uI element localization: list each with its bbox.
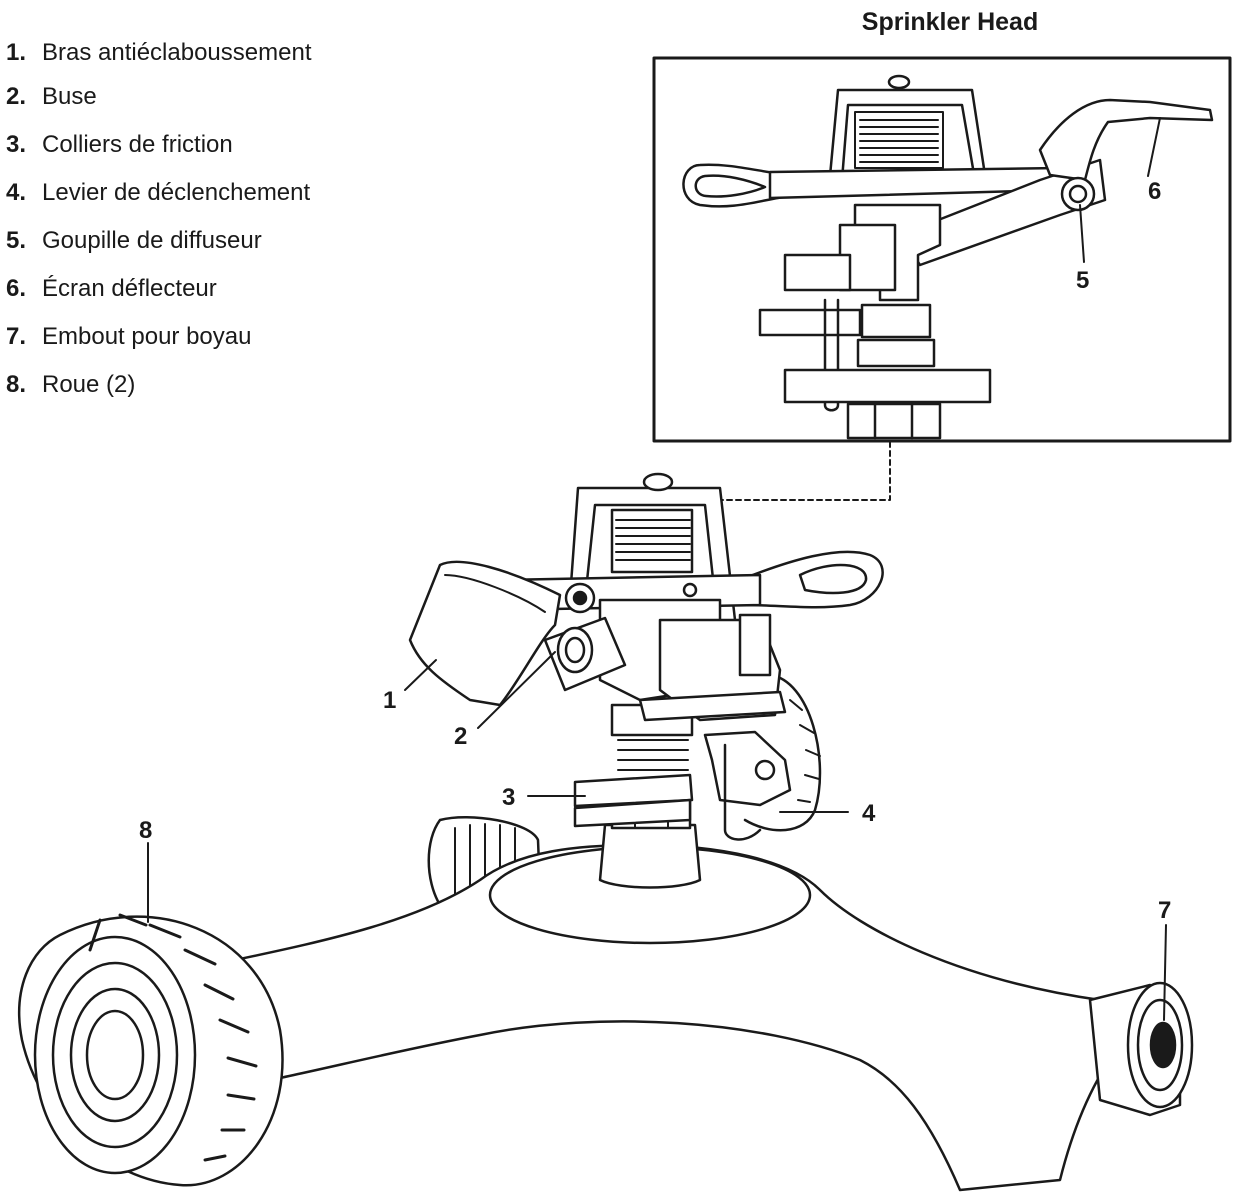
legend-label: Goupille de diffuseur [42, 227, 262, 254]
legend-label: Bras antiéclaboussement [42, 39, 312, 66]
parts-legend: 1. Bras antiéclaboussement 2. Buse 3. Colli… [6, 38, 406, 418]
leader-line-2 [477, 651, 556, 729]
legend-number: 2. [6, 83, 27, 110]
legend-item-8: 8. Roue (2) [6, 370, 406, 400]
inset-spring [854, 111, 944, 169]
nozzle [543, 616, 627, 692]
splash-arm [408, 560, 562, 707]
callout-7: 7 [1158, 897, 1171, 924]
legend-label: Écran déflecteur [42, 275, 217, 302]
inset-stem-upper [860, 303, 932, 339]
legend-item-5: 5. Goupille de diffuseur [6, 226, 406, 256]
legend-number: 6. [6, 275, 27, 302]
legend-number: 3. [6, 131, 27, 158]
inset-stem-lower [856, 338, 936, 368]
legend-number: 1. [6, 39, 27, 66]
inset-trip-lever [823, 298, 840, 412]
leader-line-7 [1163, 924, 1167, 1021]
inset-base-plate [783, 368, 992, 404]
legend-item-2: 2. Buse [6, 82, 406, 112]
inset-deflector-screen [1038, 98, 1214, 182]
inset-nut-faces [873, 402, 914, 440]
legend-number: 8. [6, 371, 27, 398]
leader-line-5 [1079, 204, 1085, 263]
trip-lever [703, 730, 792, 841]
callout-6: 6 [1148, 178, 1161, 205]
inset-pin-core [1068, 184, 1088, 204]
inset-detail [652, 56, 1232, 443]
callout-5: 5 [1076, 267, 1089, 294]
inset-frame [652, 56, 1232, 443]
hose-fitting [1088, 981, 1194, 1117]
inset-top-cap [887, 74, 911, 90]
leader-line-1 [404, 659, 437, 691]
leader-line-6 [1147, 117, 1161, 177]
inset-collar [758, 308, 862, 337]
callout-1: 1 [383, 687, 396, 714]
inset-title: Sprinkler Head [861, 8, 1039, 36]
leader-lines [147, 117, 1167, 1021]
callout-4: 4 [862, 800, 876, 827]
inset-diffuser-pin [1060, 176, 1096, 212]
legend-label: Roue (2) [42, 371, 136, 398]
callout-numbers: 1 2 3 4 5 6 7 8 [139, 178, 1171, 924]
inset-paddle-hole [694, 174, 767, 198]
legend-item-4: 4. Levier de déclenchement [6, 178, 406, 208]
inset-deflector-arm [898, 158, 1107, 267]
callout-2: 2 [454, 723, 467, 750]
friction-collar [573, 773, 694, 808]
legend-item-6: 6. Écran déflecteur [6, 274, 406, 304]
callout-3: 3 [502, 784, 515, 811]
legend-label: Embout pour boyau [42, 323, 252, 350]
legend-label: Colliers de friction [42, 131, 233, 158]
inset-linkage [783, 253, 852, 292]
legend-item-1: 1. Bras antiéclaboussement [6, 38, 406, 68]
legend-number: 5. [6, 227, 27, 254]
legend-item-3: 3. Colliers de friction [6, 130, 406, 160]
sprinkler-head [498, 472, 884, 722]
inset-hex-nut [846, 402, 942, 440]
legend-label: Buse [42, 83, 97, 110]
callout-8: 8 [139, 817, 152, 844]
legend-number: 7. [6, 323, 27, 350]
inset-connector [717, 441, 891, 501]
legend-number: 4. [6, 179, 27, 206]
front-wheel [18, 913, 284, 1187]
legend-item-7: 7. Embout pour boyau [6, 322, 406, 352]
legend-label: Levier de déclenchement [42, 179, 311, 206]
